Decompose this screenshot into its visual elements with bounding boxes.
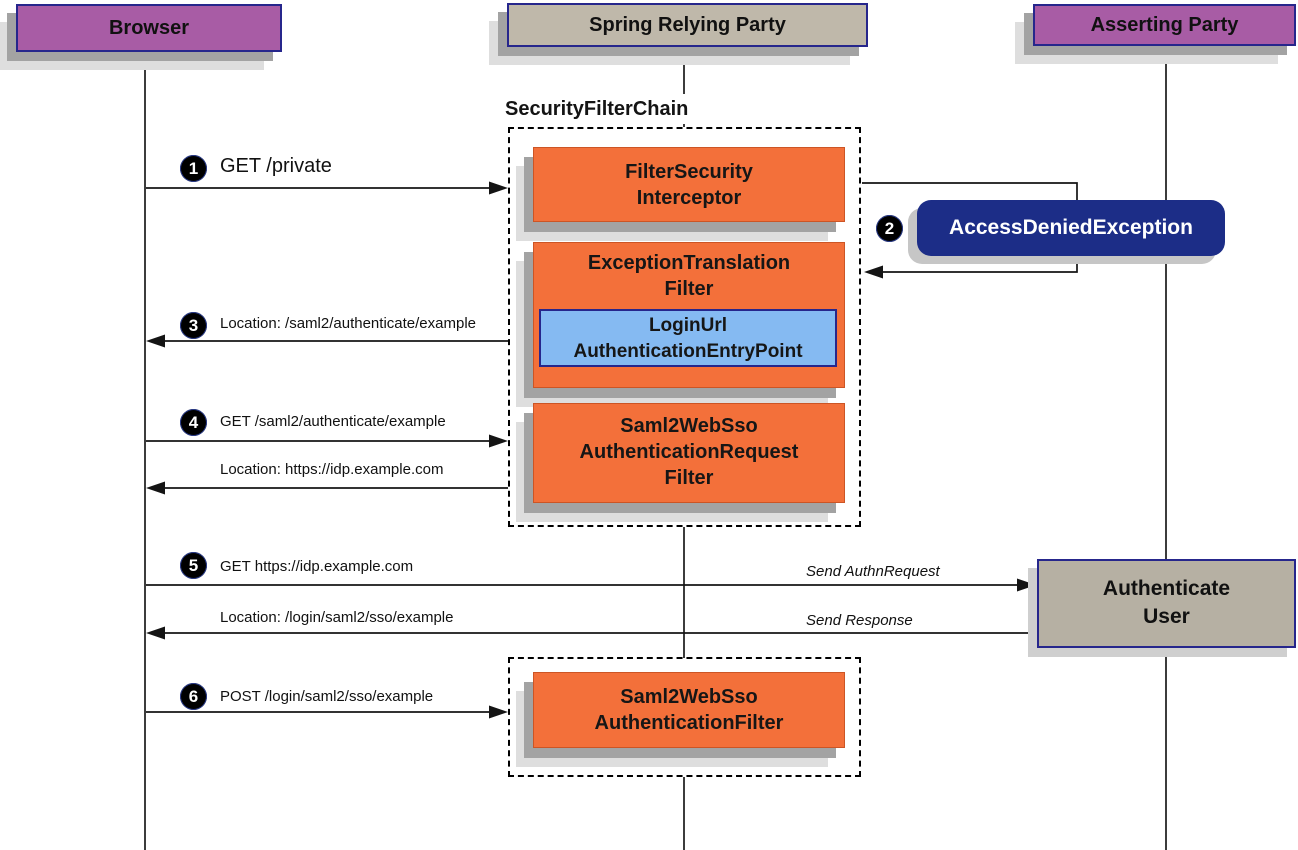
relying-party-lifeline-middle [683,527,685,658]
authenticate-user-box: Authenticate User [1037,559,1296,648]
box-label-line: AuthenticationRequest [579,441,799,463]
box-label-line: Filter [664,278,714,300]
box-label-line: LoginUrl [648,315,728,336]
actor-asserting-party: Asserting Party [1033,4,1296,46]
filter-security-interceptor-box: FilterSecurity Interceptor [533,147,845,222]
relying-party-lifeline-bottom [683,777,685,850]
send-authn-request-label: Send AuthnRequest [806,563,940,580]
exception-translation-filter-box: ExceptionTranslation Filter LoginUrl Aut… [533,242,845,388]
security-filter-chain-label: SecurityFilterChain [505,94,743,124]
msg-4-response-arrow [146,481,508,495]
send-response-label: Send Response [806,612,913,629]
browser-lifeline [144,52,146,850]
step-4-badge: 4 [180,409,207,436]
step-6-badge: 6 [180,683,207,710]
box-label-line: User [1143,605,1190,628]
security-filter-chain-container [508,127,861,527]
actor-browser: Browser [16,4,282,52]
asserting-party-lifeline-bottom [1165,648,1167,850]
saml2-web-sso-authentication-filter-box: Saml2WebSso AuthenticationFilter [533,672,845,748]
asserting-party-lifeline-top [1165,46,1167,560]
box-label-line: Saml2WebSso [620,415,758,437]
box-label-line: AuthenticationEntryPoint [573,341,803,362]
box-label-line: AuthenticationFilter [594,712,784,734]
step-2-badge: 2 [876,215,903,242]
access-denied-exception-box: AccessDeniedException [917,200,1225,256]
box-label-line: Saml2WebSso [620,686,758,708]
relying-party-lifeline-top [683,47,685,127]
step-1-label: GET /private [220,155,332,177]
msg-4-arrow [146,434,508,448]
box-label-line: FilterSecurity [625,161,753,183]
step-5-label: GET https://idp.example.com [220,558,414,575]
step-4-label: GET /saml2/authenticate/example [220,413,446,430]
actor-relying-party: Spring Relying Party [507,3,868,47]
box-label-line: Filter [664,467,714,489]
location-sso-label: Location: /login/saml2/sso/example [220,609,454,626]
box-label-line: ExceptionTranslation [587,252,791,274]
step-5-badge: 5 [180,552,207,579]
step-3-badge: 3 [180,312,207,339]
step-6-label: POST /login/saml2/sso/example [220,688,434,705]
box-label-line: Authenticate [1102,577,1231,600]
saml2-web-sso-authentication-request-filter-box: Saml2WebSso AuthenticationRequest Filter [533,403,845,503]
step-1-badge: 1 [180,155,207,182]
step-3-label: Location: /saml2/authenticate/example [220,315,476,332]
msg-1-arrow [146,181,508,195]
box-label-line: Interceptor [636,187,742,209]
location-idp-label: Location: https://idp.example.com [220,461,444,478]
login-url-authentication-entry-point-box: LoginUrl AuthenticationEntryPoint [539,309,837,367]
security-filter-chain-container-2 [508,657,861,777]
